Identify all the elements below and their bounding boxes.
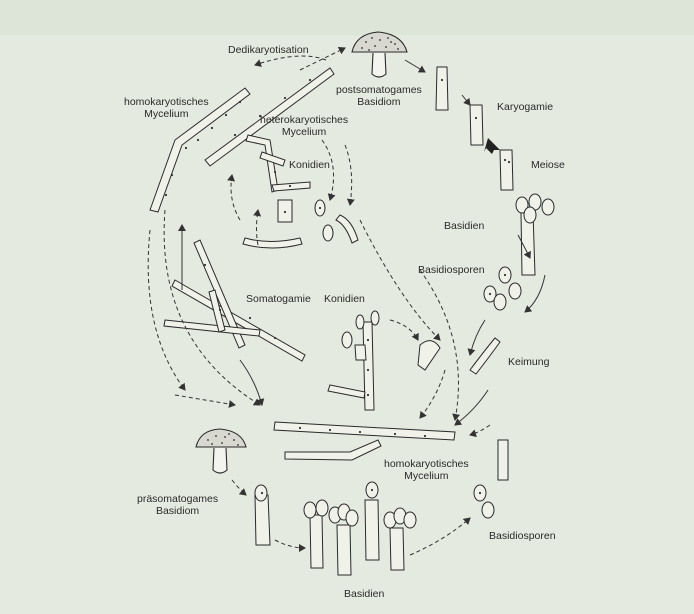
hyphae-drawings: [149, 66, 555, 576]
postsomatogamous-basidiome-icon: [351, 31, 408, 78]
label-heterokaryotic-mycelium: heterokaryotisches Mycelium: [260, 114, 349, 138]
label-dedikaryotisation: Dedikaryotisation: [228, 44, 309, 56]
solid-arrows: [178, 59, 546, 426]
label-basidiosporen-right: Basidiosporen: [418, 264, 485, 276]
label-basidien-right: Basidien: [444, 220, 485, 232]
label-meiose: Meiose: [531, 159, 565, 171]
label-konidien-mid: Konidien: [324, 293, 365, 305]
label-homokaryotic-mycelium-top: homokaryotisches Mycelium: [124, 96, 209, 120]
label-basidiosporen-bottom: Basidiosporen: [489, 530, 556, 542]
label-postsomatogamous-basidiome: postsomatogames Basidiom: [336, 84, 422, 108]
label-basidien-bottom: Basidien: [344, 588, 385, 600]
label-karyogamie: Karyogamie: [497, 101, 554, 113]
nuclei: [164, 78, 511, 495]
dashed-arrows: [147, 47, 491, 556]
meiosis-arrow-icon: [484, 138, 500, 154]
label-presomatogamous-basidiome: präsomatogames Basidiom: [137, 493, 219, 517]
presomatogamous-basidiome-icon: [195, 428, 247, 474]
label-keimung: Keimung: [508, 356, 550, 368]
label-homokaryotic-mycelium-bottom: homokaryotisches Mycelium: [384, 458, 469, 482]
label-somatogamie: Somatogamie: [246, 293, 311, 305]
label-konidien-top: Konidien: [289, 159, 330, 171]
